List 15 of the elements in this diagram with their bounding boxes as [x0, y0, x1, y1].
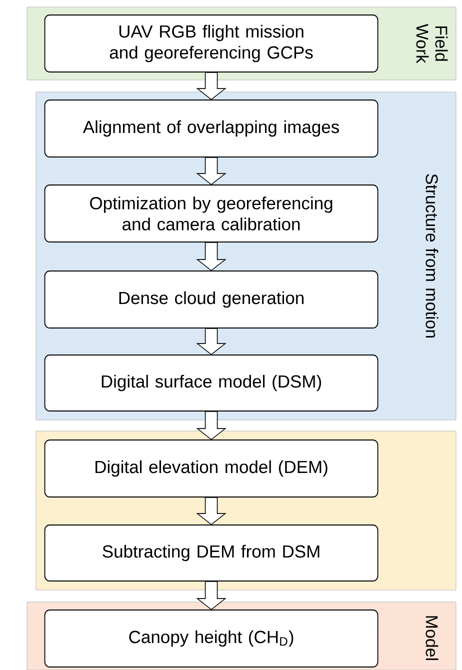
process-box: Subtracting DEM from DSM — [44, 524, 378, 582]
process-box: Alignment of overlapping images — [44, 100, 378, 158]
process-box: Canopy height (CH$_{D}$) — [44, 610, 378, 668]
block-arrow — [196, 411, 226, 440]
block-arrow — [196, 157, 226, 186]
process-box: Digital surface model (DSM) — [44, 354, 378, 412]
block-arrow — [196, 72, 226, 100]
process-box: Optimization by georeferencing and camera calibration — [44, 184, 378, 242]
block-arrow — [196, 328, 226, 356]
process-box: Dense cloud generation — [44, 270, 378, 328]
block-arrow — [196, 497, 226, 526]
block-arrow — [196, 242, 226, 272]
process-box: Digital elevation model (DEM) — [44, 440, 378, 498]
process-box: UAV RGB flight mission and georeferencing GCPs — [44, 14, 378, 72]
block-arrow — [196, 581, 226, 610]
